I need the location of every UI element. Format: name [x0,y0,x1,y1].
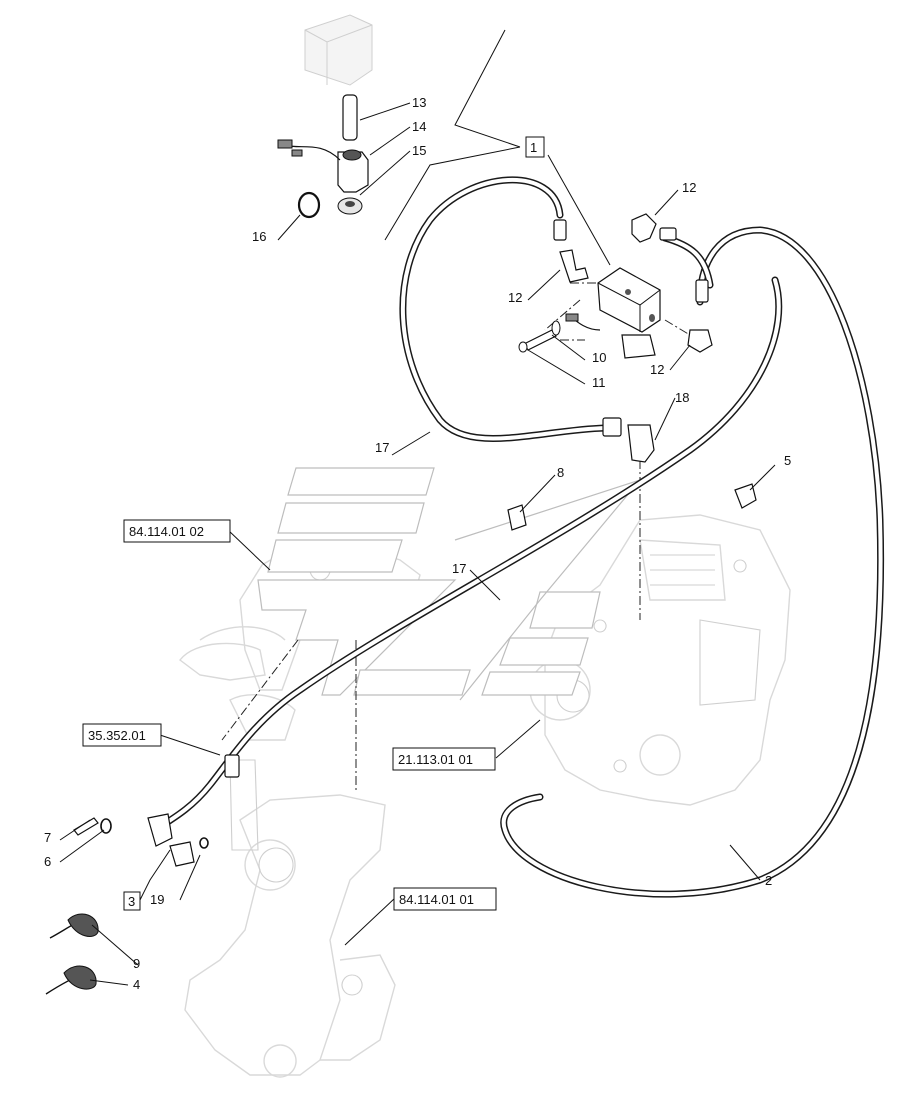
callout-4: 4 [133,977,140,992]
callout-3-box [123,891,141,911]
section-watermark [257,467,642,701]
reference-84-114-01-02: 84.114.01 02 [129,524,204,539]
callout-14: 14 [412,119,426,134]
solenoid-coil [277,139,369,193]
o-ring [297,191,321,219]
callout-5: 5 [784,453,791,468]
callout-labels: 1 2 3 4 5 6 7 8 9 10 11 12 12 12 13 14 1… [44,95,791,992]
assembly-center-lines [221,282,691,790]
callout-3: 3 [128,894,135,909]
washer-6 [100,818,112,834]
callout-19: 19 [150,892,164,907]
reference-boxes: 84.114.01 02 35.352.01 21.113.01 01 84.1… [82,519,497,911]
elbow-fittings-lower [147,754,240,867]
valve-block [565,267,661,359]
nut [337,197,363,215]
callout-10: 10 [592,350,606,365]
callout-18: 18 [675,390,689,405]
callout-11: 11 [592,375,606,390]
reference-21-113-01-01: 21.113.01 01 [398,752,473,767]
callout-12-left: 12 [508,290,522,305]
callout-12-top: 12 [682,180,696,195]
callout-17-upper: 17 [375,440,389,455]
callout-9: 9 [133,956,140,971]
reference-84-114-01-01: 84.114.01 01 [399,892,474,907]
solenoid-stem [342,94,358,141]
fitting-elbow-right [687,329,713,353]
callout-6: 6 [44,854,51,869]
clip-left [507,504,527,531]
callout-13: 13 [412,95,426,110]
ghost-transmission [529,514,791,806]
hoses [151,176,885,898]
fitting-elbow-top [631,213,709,303]
solenoid-body-ghost [304,14,373,86]
clip-right [734,483,757,509]
callout-12-right: 12 [650,362,664,377]
tee-fitting [602,417,655,463]
bolt-and-washer [518,320,561,353]
bolt-7 [73,817,99,836]
callout-16: 16 [252,229,266,244]
callout-1: 1 [530,140,537,155]
ghost-lift-arm [184,759,396,1078]
callout-7: 7 [44,830,51,845]
reference-35-352-01: 35.352.01 [88,728,146,743]
callout-17-lower: 17 [452,561,466,576]
fitting-elbow-left [553,219,589,283]
cable-harness-9 [49,913,99,939]
callout-15: 15 [412,143,426,158]
callout-2: 2 [765,873,772,888]
callout-8: 8 [557,465,564,480]
callout-1-box [525,136,545,158]
cable-harness-4 [45,965,97,995]
leader-lines [59,29,776,986]
